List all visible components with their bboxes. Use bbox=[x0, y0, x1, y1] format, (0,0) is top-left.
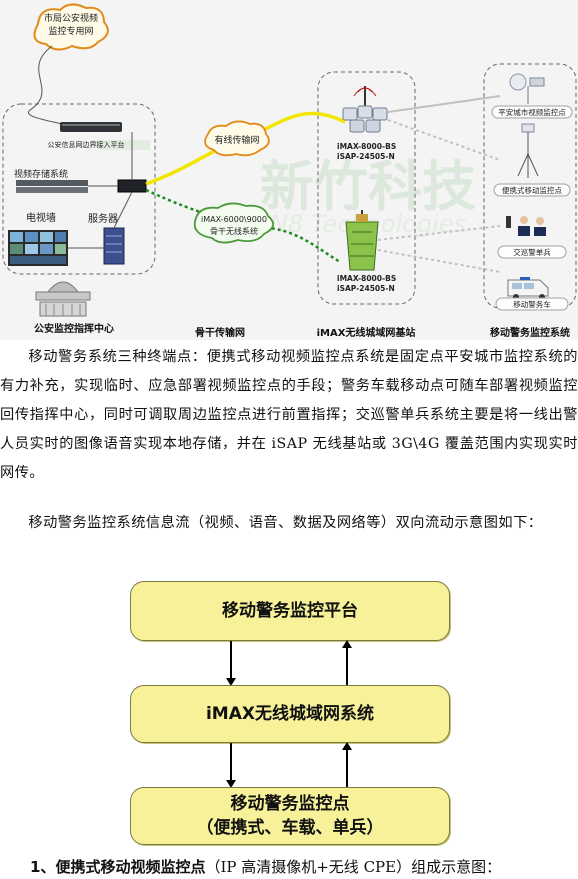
flow-box-endpoints-line1: 移动警务监控点 bbox=[230, 794, 350, 814]
wired-network-cloud: 有线传输网 bbox=[204, 120, 270, 157]
section-mobile-label: 移动警务监控系统 bbox=[490, 326, 570, 339]
arrow-up-2 bbox=[342, 742, 352, 787]
flow-box-endpoints-line2: （便携式、车载、单兵） bbox=[196, 818, 384, 838]
storage-label: 视频存储系统 bbox=[14, 168, 68, 180]
base-station-top bbox=[342, 86, 388, 133]
device-3-label: 交巡警单兵 bbox=[513, 247, 551, 257]
tv-wall-label: 电视墙 bbox=[26, 211, 56, 224]
command-center-building-icon bbox=[35, 281, 91, 317]
platform-device bbox=[60, 122, 122, 132]
caption-rest: （IP 高清摄像机+无线 CPE）组成示意图： bbox=[205, 858, 502, 876]
flow-box-platform-label: 移动警务监控平台 bbox=[222, 601, 358, 621]
section-backbone-label: 骨干传输网 bbox=[195, 326, 245, 339]
device-1-label: 平安城市视频监控点 bbox=[498, 107, 566, 117]
storage-device bbox=[16, 180, 88, 186]
diagram-background bbox=[0, 0, 578, 340]
city-network-cloud: 市局公安视频 监控专用网 bbox=[33, 3, 109, 51]
cloud-city-line2: 监控专用网 bbox=[48, 25, 93, 37]
flow-box-endpoints: 移动警务监控点 （便携式、车载、单兵） bbox=[130, 787, 450, 845]
caption-number: 1、 bbox=[30, 858, 56, 876]
paragraph-terminals: 移动警务系统三种终端点：便携式移动视频监控点系统是固定点平安城市监控系统的有力补… bbox=[0, 349, 578, 481]
watermark-cn: 新竹科技 bbox=[260, 155, 476, 218]
server-label: 服务器 bbox=[88, 212, 118, 225]
device-4-label: 移动警务车 bbox=[513, 299, 551, 309]
flow-intro-paragraph: 移动警务监控系统信息流（视频、语音、数据及网络等）双向流动示意图如下： bbox=[0, 509, 578, 538]
server-rack bbox=[103, 227, 125, 265]
base-station-bottom bbox=[345, 210, 379, 271]
caption-title: 便携式移动视频监控点 bbox=[55, 858, 206, 876]
arrow-down-1 bbox=[226, 641, 236, 686]
station-top-line2: iSAP-24505-N bbox=[337, 152, 395, 161]
section-caption: 1、便携式移动视频监控点（IP 高清摄像机+无线 CPE）组成示意图： bbox=[30, 856, 501, 878]
flow-box-platform: 移动警务监控平台 bbox=[130, 581, 450, 641]
section-center-label: 公安监控指挥中心 bbox=[34, 322, 114, 335]
flow-box-network: iMAX无线城域网系统 bbox=[130, 685, 450, 743]
paragraph-flow-intro: 移动警务监控系统信息流（视频、语音、数据及网络等）双向流动示意图如下： bbox=[28, 515, 543, 531]
police-van-icon bbox=[507, 277, 549, 300]
tv-wall bbox=[8, 230, 68, 266]
section-station-label: iMAX无线城域网基站 bbox=[317, 326, 416, 339]
arrow-up-1 bbox=[342, 640, 352, 685]
station-bottom-line2: iSAP-24505-N bbox=[337, 284, 395, 293]
arrow-down-2 bbox=[226, 743, 236, 788]
description-paragraph: 移动警务系统三种终端点：便携式移动视频监控点系统是固定点平安城市监控系统的有力补… bbox=[0, 343, 578, 488]
station-group-box bbox=[317, 71, 416, 305]
core-switch bbox=[117, 179, 147, 193]
portable-tripod-icon bbox=[517, 123, 539, 178]
wired-cloud-label: 有线传输网 bbox=[214, 134, 259, 146]
platform-label: 公安信息网边界接入平台 bbox=[48, 140, 125, 149]
police-officers-icon bbox=[506, 216, 546, 236]
watermark-logo bbox=[90, 140, 150, 150]
center-group-box bbox=[2, 103, 156, 275]
station-bottom-line1: iMAX-8000-BS bbox=[337, 274, 396, 283]
wireless-cloud-line1: iMAX-6000\9000 bbox=[201, 215, 267, 224]
flow-chart: 移动警务监控平台 iMAX无线城域网系统 移动警务监控点 （便携式、车载、单兵） bbox=[130, 581, 450, 845]
wireless-cloud-line2: 骨干无线系统 bbox=[210, 226, 258, 236]
cloud-uplink-line bbox=[27, 45, 79, 129]
station-top-line1: iMAX-8000-BS bbox=[337, 142, 396, 151]
wireless-backbone-cloud: iMAX-6000\9000 骨干无线系统 bbox=[193, 202, 274, 244]
network-diagram: 新竹科技 N8 Technologies 市局公安视频 监控专用网 公安信息网边… bbox=[0, 0, 578, 340]
device-2-label: 便携式移动监控点 bbox=[502, 185, 562, 195]
cloud-city-line1: 市局公安视频 bbox=[44, 12, 98, 24]
flow-box-network-label: iMAX无线城域网系统 bbox=[205, 704, 374, 724]
city-camera-icon bbox=[509, 73, 545, 104]
